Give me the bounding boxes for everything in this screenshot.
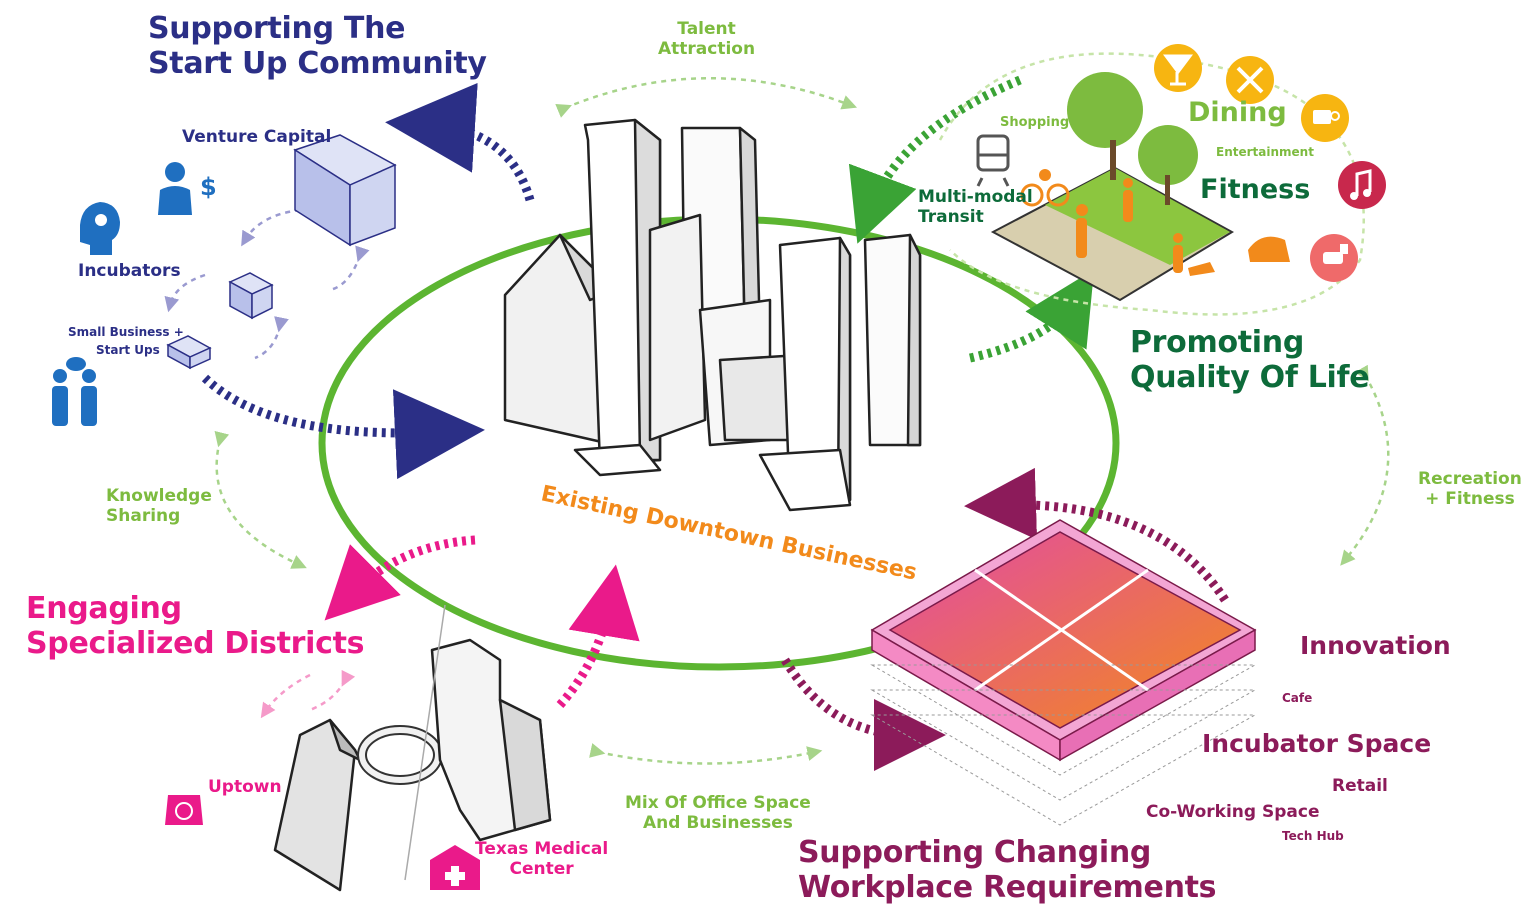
districts-title: Engaging Specialized Districts xyxy=(26,591,365,661)
knowledge-sharing-label: Knowledge Sharing xyxy=(106,486,212,526)
shopping-label: Shopping xyxy=(1000,115,1070,130)
startup-title-line2: Start Up Community xyxy=(148,45,487,81)
connector-startup-2 xyxy=(329,245,370,292)
recreation-line2: + Fitness xyxy=(1425,488,1515,509)
arrow-to-workplace xyxy=(964,467,1229,603)
arrow-from-startup xyxy=(201,374,485,480)
coworking-label: Co-Working Space xyxy=(1146,802,1320,822)
workplace-title-line2: Workplace Requirements xyxy=(798,869,1217,905)
park-figures xyxy=(1020,169,1290,276)
connector-startup-3 xyxy=(164,273,206,313)
small-business-label: Small Business + xyxy=(68,325,184,339)
quality-title-line2: Quality Of Life xyxy=(1130,359,1370,395)
venture-capital-label: Venture Capital xyxy=(182,127,332,147)
knowledge-line2: Sharing xyxy=(106,505,181,526)
district-buildings xyxy=(273,604,552,892)
trees xyxy=(1067,72,1198,205)
workplace-platform xyxy=(870,519,1257,762)
center-label: Existing Downtown Businesses xyxy=(539,481,919,585)
arrow-from-workplace xyxy=(781,657,946,771)
texas-medical-line2: Center xyxy=(509,858,574,879)
vc-building xyxy=(293,134,397,247)
connector-startup-4 xyxy=(254,316,289,360)
talent-line2: Attraction xyxy=(658,38,756,59)
quality-title-line1: Promoting xyxy=(1130,325,1305,360)
incubator-space-label: Incubator Space xyxy=(1202,729,1432,758)
dining-icon xyxy=(1226,56,1274,104)
coffee-icon xyxy=(1301,94,1349,142)
mix-line2: And Businesses xyxy=(642,812,793,833)
svg-text:$: $ xyxy=(200,173,217,201)
downtown-buildings xyxy=(503,118,922,512)
cocktail-icon xyxy=(1154,44,1202,92)
connector-districts-2 xyxy=(309,669,356,712)
hospital-icon xyxy=(430,845,480,890)
multimodal-line2: Transit xyxy=(918,206,984,227)
arrow-to-quality xyxy=(848,75,1022,244)
workplace-title: Supporting Changing Workplace Requiremen… xyxy=(798,835,1217,905)
connector-districts xyxy=(260,673,311,719)
fitness-label: Fitness xyxy=(1200,174,1311,205)
retail-label: Retail xyxy=(1332,776,1388,796)
brain-icon xyxy=(80,202,120,255)
talent-line1: Talent xyxy=(677,19,736,39)
train-icon xyxy=(976,134,1010,187)
knowledge-line1: Knowledge xyxy=(106,486,212,506)
connector-talent xyxy=(555,77,858,118)
recreation-fitness-label: Recreation + Fitness xyxy=(1418,469,1522,509)
entertainment-label: Entertainment xyxy=(1216,145,1314,159)
start-ups-label: Start Ups xyxy=(96,343,160,357)
small-business-building xyxy=(166,335,212,370)
arrow-to-startup xyxy=(385,82,535,202)
music-icon xyxy=(1338,161,1386,209)
startup-title-line1: Supporting The xyxy=(148,11,406,46)
incubator-building xyxy=(228,272,274,320)
dining-label: Dining xyxy=(1188,97,1287,128)
multimodal-label: Multi-modal Transit xyxy=(918,187,1033,227)
texas-medical-line1: Texas Medical xyxy=(475,839,609,859)
connector-startup-1 xyxy=(241,208,301,247)
uptown-label: Uptown xyxy=(208,777,282,797)
texas-medical-label: Texas Medical Center xyxy=(475,839,609,879)
districts-title-line1: Engaging xyxy=(26,591,182,626)
connector-knowledge xyxy=(214,430,307,569)
startup-title: Supporting The Start Up Community xyxy=(148,11,487,81)
recreation-line1: Recreation xyxy=(1418,469,1522,489)
workplace-title-line1: Supporting Changing xyxy=(798,835,1152,870)
park-platform xyxy=(990,166,1235,302)
tech-hub-label: Tech Hub xyxy=(1282,829,1344,843)
workplace-underlayers xyxy=(870,664,1257,826)
talent-attraction-label: Talent Attraction xyxy=(658,19,756,59)
connector-mix xyxy=(589,743,823,765)
businessman-icon: $ xyxy=(158,162,217,215)
dog-icon xyxy=(1310,234,1358,282)
multimodal-line1: Multi-modal xyxy=(918,187,1033,207)
connector-recreation xyxy=(1340,364,1390,566)
mix-office-label: Mix Of Office Space And Businesses xyxy=(625,793,811,833)
quality-title: Promoting Quality Of Life xyxy=(1130,325,1370,395)
districts-title-line2: Specialized Districts xyxy=(26,625,365,661)
people-icon xyxy=(52,357,97,426)
incubators-label: Incubators xyxy=(78,261,181,281)
cafe-label: Cafe xyxy=(1282,691,1313,705)
money-bag-icon xyxy=(165,795,203,825)
innovation-label: Innovation xyxy=(1300,631,1451,660)
arrow-from-districts xyxy=(556,564,640,708)
mix-line1: Mix Of Office Space xyxy=(625,793,811,813)
